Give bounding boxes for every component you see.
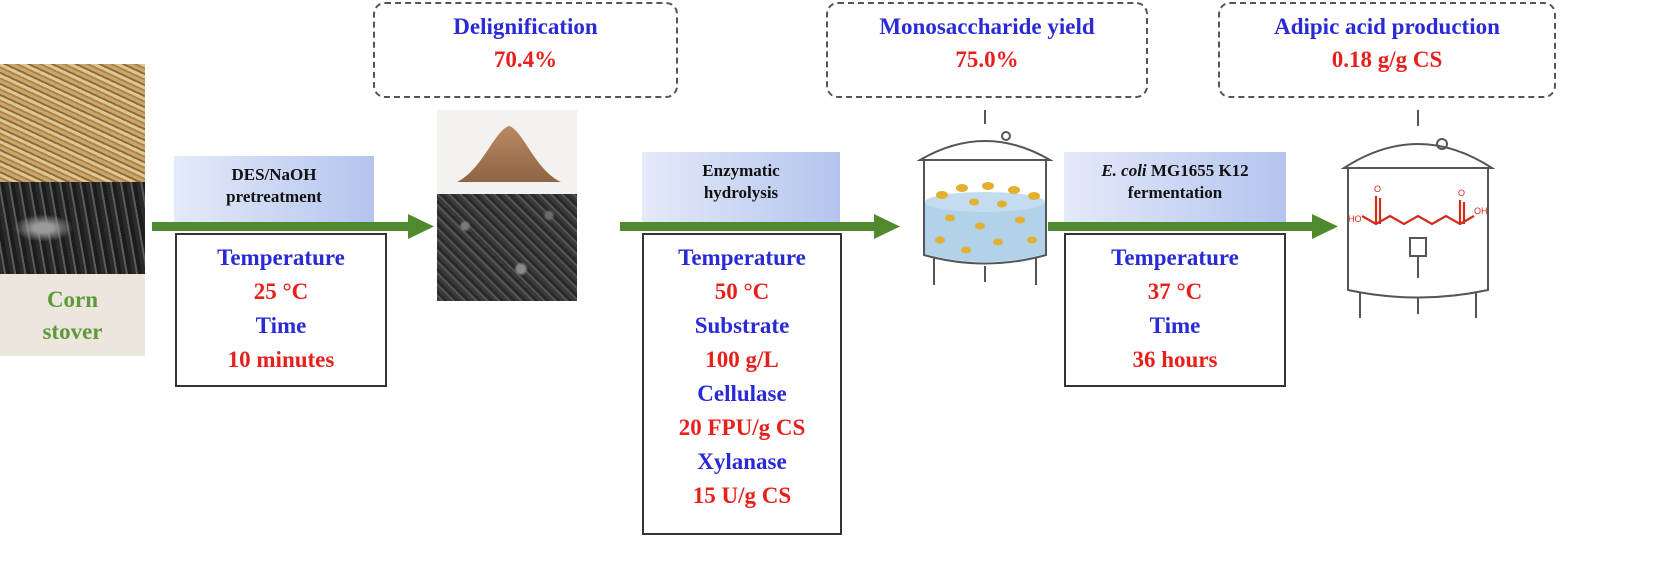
- param-name: Xylanase: [697, 449, 787, 474]
- result-value: 75.0%: [955, 47, 1019, 72]
- corn-stover-label-line1: Corn: [46, 287, 99, 312]
- param-value: 20 FPU/g CS: [678, 415, 806, 440]
- fermenter-tank-icon: HO O OH O: [1340, 110, 1496, 318]
- result-title: Monosaccharide yield: [879, 14, 1095, 39]
- param-value: 50 °C: [714, 279, 770, 304]
- step-pretreatment-line2: pretreatment: [226, 187, 322, 206]
- molecule-left-group: HO: [1348, 214, 1362, 224]
- corn-stover-label-box: Corn stover: [0, 274, 145, 356]
- arrow-1-head: [408, 214, 434, 239]
- param-name: Time: [255, 313, 307, 338]
- adipic-acid-structure: [1361, 196, 1475, 226]
- result-title: Adipic acid production: [1274, 14, 1500, 39]
- arrow-2-head: [874, 214, 900, 239]
- param-value: 36 hours: [1132, 347, 1218, 372]
- param-value: 10 minutes: [227, 347, 335, 372]
- param-value: 15 U/g CS: [692, 483, 792, 508]
- molecule-top-left-o: O: [1374, 184, 1381, 194]
- pretreatment-params-box: Temperature 25 °C Time 10 minutes: [175, 233, 387, 387]
- step-hydrolysis-line2: hydrolysis: [703, 183, 779, 202]
- result-value: 0.18 g/g CS: [1331, 47, 1443, 72]
- param-value: 37 °C: [1147, 279, 1203, 304]
- hydrolysis-tank-icon: [916, 110, 1054, 285]
- corn-stover-sem-image: [0, 182, 145, 274]
- organism-strain: MG1655 K12: [1146, 161, 1249, 180]
- arrow-3-head: [1312, 214, 1338, 239]
- result-value: 70.4%: [493, 47, 558, 72]
- param-value: 25 °C: [253, 279, 309, 304]
- molecule-top-right-o: O: [1458, 188, 1465, 198]
- param-name: Cellulase: [697, 381, 787, 406]
- corn-stover-photo: [0, 64, 145, 182]
- param-name: Substrate: [694, 313, 790, 338]
- step-fermentation-line2: fermentation: [1127, 183, 1223, 202]
- param-value: 100 g/L: [705, 347, 779, 372]
- step-fermentation-line1: E. coli MG1655 K12: [1064, 160, 1286, 182]
- hydrolysis-params-box: Temperature 50 °C Substrate 100 g/L Cell…: [642, 233, 842, 535]
- powder-pile-icon: [457, 126, 561, 182]
- arrow-1-shaft: [152, 222, 410, 231]
- result-delignification-box: Delignification 70.4%: [373, 2, 678, 98]
- pretreated-powder-photo: [437, 110, 577, 194]
- arrow-2-shaft: [620, 222, 876, 231]
- param-name: Temperature: [678, 245, 806, 270]
- result-adipic-acid-box: Adipic acid production 0.18 g/g CS: [1218, 2, 1556, 98]
- param-name: Time: [1149, 313, 1201, 338]
- param-name: Temperature: [217, 245, 345, 270]
- step-hydrolysis-label: Enzymatic hydrolysis: [642, 152, 840, 222]
- corn-stover-label-line2: stover: [42, 319, 103, 344]
- param-name: Temperature: [1111, 245, 1239, 270]
- molecule-right-group: OH: [1474, 206, 1488, 216]
- step-pretreatment-line1: DES/NaOH: [231, 165, 317, 184]
- step-hydrolysis-line1: Enzymatic: [702, 161, 780, 180]
- result-title: Delignification: [453, 14, 598, 39]
- pretreated-sem-image: [437, 194, 577, 301]
- result-monosaccharide-box: Monosaccharide yield 75.0%: [826, 2, 1148, 98]
- fermentation-params-box: Temperature 37 °C Time 36 hours: [1064, 233, 1286, 387]
- step-fermentation-label: E. coli MG1655 K12 fermentation: [1064, 152, 1286, 222]
- arrow-3-shaft: [1048, 222, 1314, 231]
- step-pretreatment-label: DES/NaOH pretreatment: [174, 156, 374, 222]
- organism-italic: E. coli: [1101, 161, 1147, 180]
